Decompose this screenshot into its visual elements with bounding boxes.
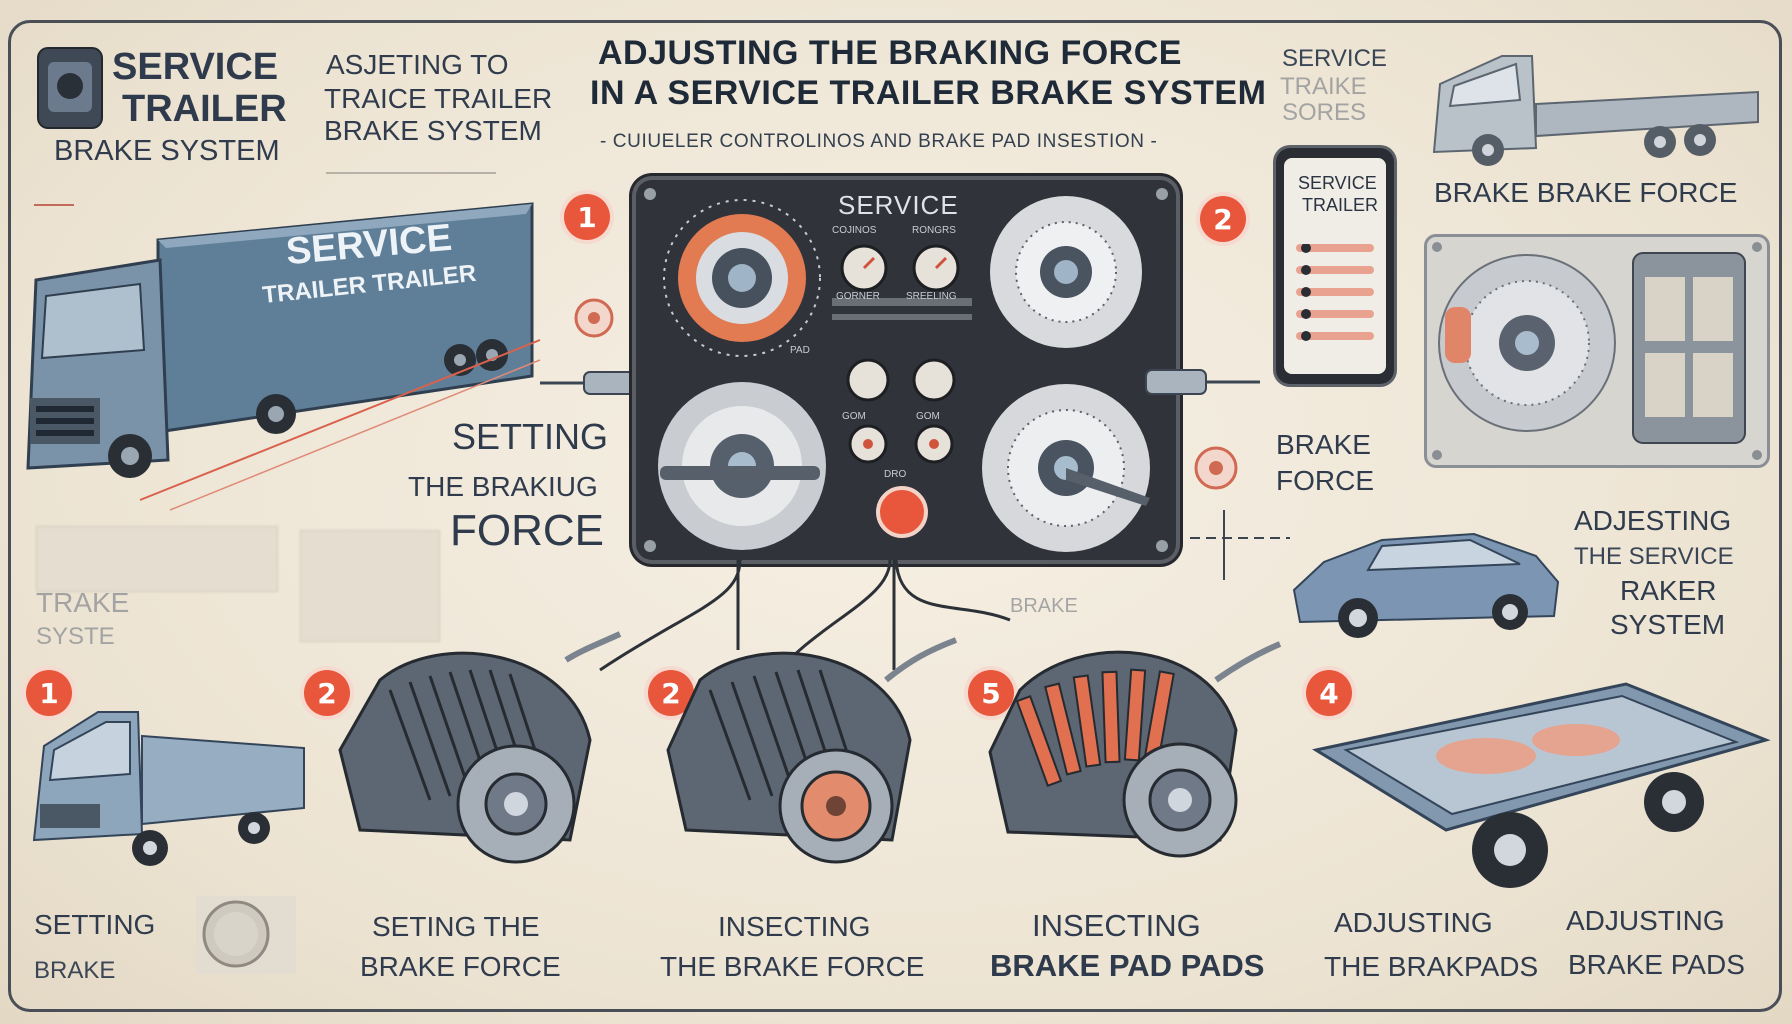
side-label-line-1: Asjeting to [326,49,509,80]
round-gauge-icon [196,896,296,974]
panel-small-label-8: Dro [884,469,907,480]
control-panel: Service Cojinos Rongrs Gorner Sreeling P… [636,180,1176,560]
left-connector-icon [540,298,639,395]
phone-line-2: Trailer [1302,195,1379,215]
brake-force-line-1: Brake [1276,429,1371,460]
panel-small-label-7: Gom [916,411,940,422]
bottom-badge-2: 2 [304,670,350,716]
trailer-chassis-illustration [1312,682,1771,888]
center-faint-label: Brake [1010,595,1078,617]
side-label-line-3: Brake System [324,115,542,146]
caption-3-line-2: the Brake Force [660,951,925,982]
top-right-label-2: Traike [1280,73,1367,100]
setting-line-1: Setting [452,416,609,457]
caption-1-line-2: Brake [34,957,116,984]
caption-2-line-1: Seting the [372,911,540,942]
outer-frame [8,20,1782,1012]
setting-line-3: Force [450,506,604,555]
pointer-mark [34,204,74,206]
faint-box-1 [36,526,278,592]
pickup-truck-illustration [32,711,305,866]
caliper-assembly-2-icon [666,637,958,864]
divider [326,172,496,174]
semi-truck-illustration [26,202,541,511]
adjust-right-line-4: System [1610,609,1726,640]
caption-6-line-1: Adjusting [1566,905,1725,936]
panel-small-label-4: Sreeling [906,291,957,302]
panel-small-label-2: Rongrs [912,225,956,236]
panel-small-label-6: Gom [842,411,866,422]
logo-line-1: Service [112,46,279,88]
right-connector-icon [1145,369,1290,580]
brake-caliper-logo-icon [37,47,103,129]
logo-line-3: Brake System [54,135,280,167]
subtitle: - Cuiueler Controlinos and Brake Pad Ins… [600,131,1158,152]
side-label-line-2: Traice Trailer [324,83,553,114]
caliper-assembly-1-icon [338,631,622,864]
faint-line-1: Trake [36,587,130,618]
phone-line-1: Service [1298,173,1377,193]
panel-art [644,188,1168,552]
caption-1-line-1: Setting [34,909,156,940]
panel-label: Service [838,190,959,220]
step-badge-1: 1 [564,194,610,240]
faint-box-2 [300,530,440,642]
panel-small-label-3: Gorner [836,291,880,302]
caption-3-line-1: Insecting [718,911,871,942]
caption-2-line-2: Brake Force [360,951,561,982]
brake-force-line-2: Force [1276,465,1374,496]
phone-slider-list [1296,244,1374,341]
rotor-caliper-panel [1424,234,1770,468]
caption-4-line-1: Insecting [1032,908,1201,943]
top-right-label-3: Sores [1282,99,1367,126]
bottom-badge-4: 5 [968,670,1014,716]
title-line-2: in a Service Trailer Brake System [590,74,1267,112]
panel-small-label-5: Pad [790,345,810,356]
logo-line-2: Trailer [122,88,287,130]
phone-device: Service Trailer [1276,148,1394,384]
step-badge-2: 2 [1200,196,1246,242]
caption-6-line-2: Brake Pads [1568,949,1745,980]
title-line-1: Adjusting the Braking Force [598,34,1182,72]
caption-5-line-1: Adjusting [1334,907,1493,938]
rotor-caliper-art [1432,242,1762,460]
caption-4-line-2: Brake Pad Pads [990,948,1265,983]
adjust-right-line-3: Raker [1620,575,1717,606]
caliper-assembly-3-icon [988,641,1282,858]
panel-small-label-1: Cojinos [832,225,877,236]
adjust-right-line-2: The Service [1574,543,1734,570]
caption-5-line-2: the Brakpads [1324,951,1539,982]
flatbed-truck-illustration [1432,55,1759,166]
adjust-right-line-1: Adjesting [1574,505,1732,536]
top-right-caption: Brake Brake Force [1434,177,1738,208]
setting-line-2: The Brakiug [408,471,598,502]
top-right-label-1: Service [1282,45,1387,72]
sedan-car-illustration [1292,532,1560,638]
bottom-badge-1: 1 [26,670,72,716]
faint-line-2: Syste [36,623,115,650]
bottom-badge-5: 4 [1306,670,1352,716]
